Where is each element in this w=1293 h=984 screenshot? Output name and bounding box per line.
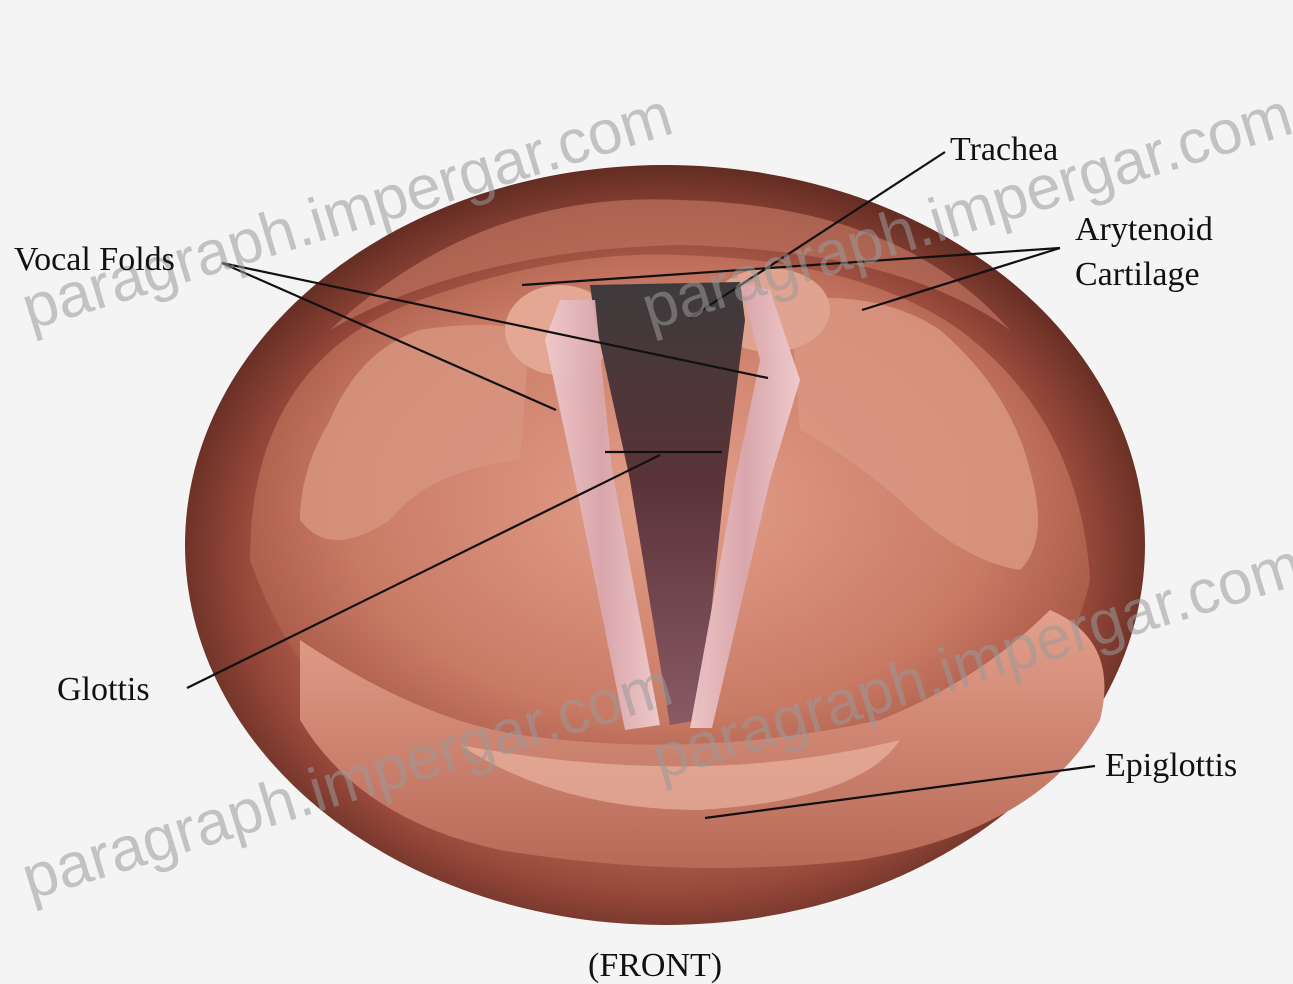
label-arytenoid-line1: Arytenoid: [1075, 211, 1213, 248]
label-vocal-folds: Vocal Folds: [14, 241, 175, 278]
label-glottis: Glottis: [57, 671, 150, 708]
label-arytenoid-line2: Cartilage: [1075, 256, 1200, 293]
label-trachea: Trachea: [950, 131, 1058, 168]
label-epiglottis: Epiglottis: [1105, 747, 1237, 784]
label-orientation-front: (FRONT): [588, 947, 722, 984]
